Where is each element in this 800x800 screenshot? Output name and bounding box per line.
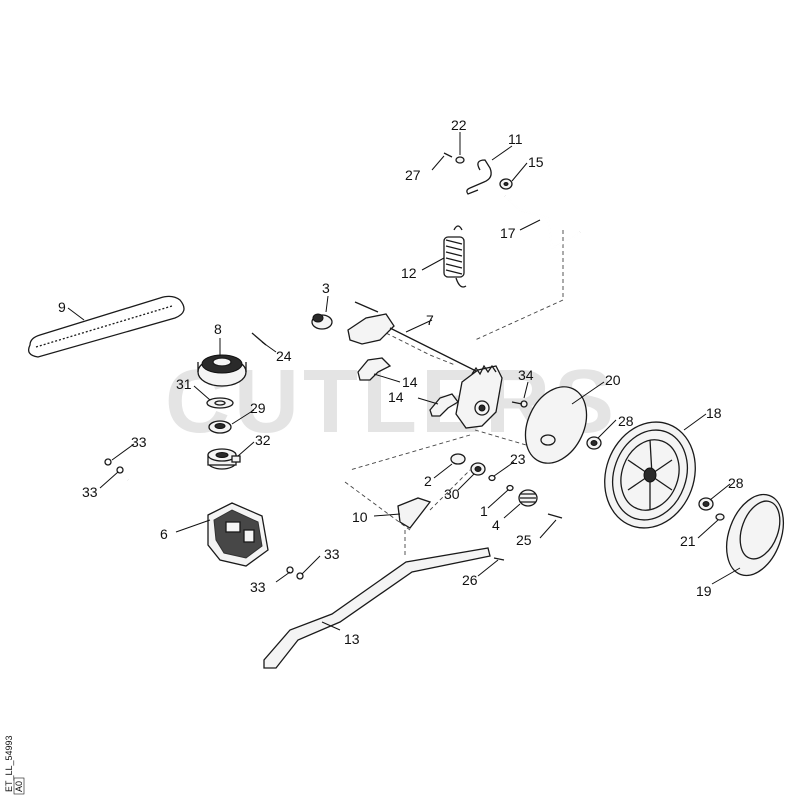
label-30: 30 <box>444 486 460 502</box>
part-33-retaining-rings <box>104 458 304 580</box>
label-8: 8 <box>214 321 222 337</box>
part-28-washer-a <box>586 436 602 450</box>
part-2-washer <box>450 453 466 465</box>
label-17: 17 <box>500 225 516 241</box>
label-32: 32 <box>255 432 271 448</box>
label-33-c: 33 <box>324 546 340 562</box>
part-28-washer-b <box>698 497 714 511</box>
label-28-a: 28 <box>618 413 634 429</box>
label-13: 13 <box>344 631 360 647</box>
drawing-code-block: ET_LL_54993 A0 <box>4 735 25 795</box>
drawing-code: ET_LL_54993 <box>4 735 14 792</box>
part-27-pin <box>443 152 453 158</box>
part-4-pinion <box>518 489 538 507</box>
label-21: 21 <box>680 533 696 549</box>
label-23: 23 <box>510 451 526 467</box>
part-11-spring-clip <box>466 159 492 195</box>
part-gear-bracket <box>455 364 503 429</box>
label-33-a: 33 <box>131 434 147 450</box>
part-1-ring <box>506 484 514 492</box>
part-14-clip-upper <box>357 357 392 381</box>
label-33-b: 33 <box>82 484 98 500</box>
part-6-gearbox <box>127 478 291 567</box>
part-18-wheel <box>604 421 696 529</box>
label-18: 18 <box>706 405 722 421</box>
part-9-drive-belt <box>27 295 185 358</box>
part-31-washer <box>206 397 234 409</box>
label-12: 12 <box>401 265 417 281</box>
part-3-roller <box>311 313 333 330</box>
label-19: 19 <box>696 583 712 599</box>
part-26-pin <box>493 557 505 561</box>
part-13-handle-bar <box>263 547 491 669</box>
label-11: 11 <box>508 131 523 147</box>
part-21-nut <box>715 513 725 521</box>
label-34: 34 <box>518 367 534 383</box>
part-12-tension-spring <box>443 225 467 288</box>
label-2: 2 <box>424 473 432 489</box>
part-7-drive-lever <box>347 301 479 373</box>
part-25-pin <box>547 513 563 519</box>
label-4: 4 <box>492 517 500 533</box>
part-30-bushing <box>470 462 486 476</box>
part-20-cover-disc <box>524 386 588 464</box>
label-22: 22 <box>451 117 467 133</box>
label-28-b: 28 <box>728 475 744 491</box>
label-7: 7 <box>426 312 434 328</box>
label-25: 25 <box>516 532 532 548</box>
label-31: 31 <box>176 376 192 392</box>
label-26: 26 <box>462 572 478 588</box>
label-20: 20 <box>605 372 621 388</box>
part-17-control-rod <box>504 195 581 250</box>
label-15: 15 <box>528 154 544 170</box>
part-34-pin <box>511 400 528 408</box>
label-14-upper: 14 <box>402 374 418 390</box>
label-29: 29 <box>250 400 266 416</box>
label-3: 3 <box>322 280 330 296</box>
part-29-bearing <box>208 420 232 434</box>
part-32-bushing <box>207 448 241 470</box>
part-23-ring <box>488 474 496 482</box>
leader-lines <box>67 132 741 631</box>
label-27: 27 <box>405 167 421 183</box>
part-19-hub-cap <box>726 493 784 577</box>
label-9: 9 <box>58 299 66 315</box>
label-6: 6 <box>160 526 168 542</box>
label-33-d: 33 <box>250 579 266 595</box>
part-8-pulley <box>197 354 247 387</box>
part-10-block <box>397 497 432 529</box>
label-1: 1 <box>480 503 488 519</box>
part-14-clip-lower <box>429 393 459 417</box>
part-22-ring <box>455 156 465 164</box>
part-labels: 22 11 27 15 17 12 3 7 9 8 24 31 29 32 14… <box>58 117 744 647</box>
label-10: 10 <box>352 509 368 525</box>
label-14-lower: 14 <box>388 389 404 405</box>
label-24: 24 <box>276 348 292 364</box>
revision-code: A0 <box>14 781 24 792</box>
part-15-knob <box>499 178 513 190</box>
